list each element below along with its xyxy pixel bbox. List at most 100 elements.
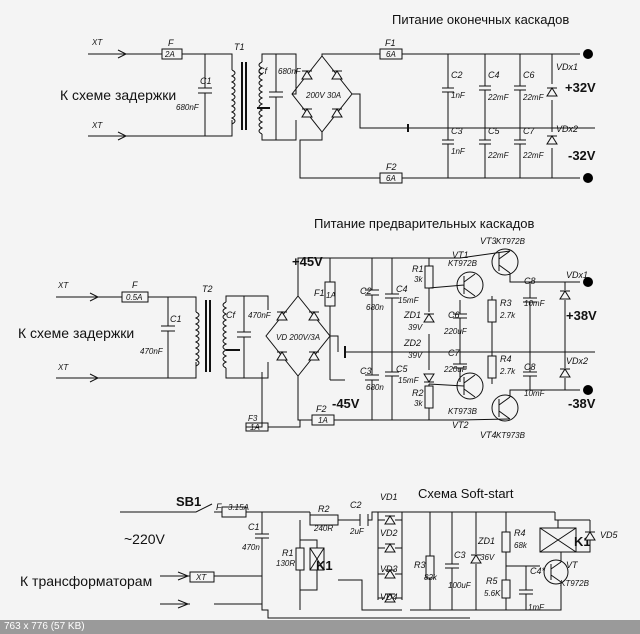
svg-text:VD5: VD5 bbox=[600, 530, 619, 540]
label-to-delay-1: К схеме задержки bbox=[60, 87, 176, 103]
fuse-f-1-label: F bbox=[168, 38, 174, 48]
svg-text:68k: 68k bbox=[514, 541, 528, 550]
svg-text:C1: C1 bbox=[248, 522, 260, 532]
svg-text:C6: C6 bbox=[448, 310, 460, 320]
svg-text:VT3: VT3 bbox=[480, 236, 497, 246]
terminal-neg32 bbox=[583, 173, 593, 183]
svg-text:C4: C4 bbox=[396, 284, 408, 294]
voltage-pos32: +32V bbox=[565, 80, 596, 95]
terminal-pos38 bbox=[583, 277, 593, 287]
label-mains: ~220V bbox=[124, 531, 166, 547]
voltage-pos45: +45V bbox=[292, 254, 323, 269]
resistor-r2-3 bbox=[309, 514, 339, 526]
c1-1-label: C1 bbox=[200, 76, 212, 86]
svg-text:C8: C8 bbox=[524, 276, 536, 286]
svg-text:XT: XT bbox=[57, 363, 69, 372]
svg-text:KT972B: KT972B bbox=[448, 259, 478, 268]
svg-text:1nF: 1nF bbox=[451, 91, 466, 100]
svg-text:R5: R5 bbox=[486, 576, 498, 586]
svg-text:VDx1: VDx1 bbox=[566, 270, 588, 280]
resistor-r3-2 bbox=[487, 299, 497, 323]
switch-sb1-label: SB1 bbox=[176, 494, 201, 509]
svg-text:10mF: 10mF bbox=[524, 299, 546, 308]
svg-text:220uF: 220uF bbox=[443, 365, 468, 374]
svg-text:C2: C2 bbox=[451, 70, 463, 80]
svg-text:VT: VT bbox=[566, 560, 579, 570]
svg-text:R2: R2 bbox=[412, 388, 424, 398]
svg-text:39V: 39V bbox=[408, 351, 423, 360]
svg-text:R3: R3 bbox=[500, 298, 512, 308]
bridge-2: VD 200V/3A bbox=[265, 295, 331, 377]
input-xt-2-bottom: XT bbox=[56, 363, 100, 383]
svg-text:R1: R1 bbox=[282, 548, 294, 558]
svg-text:C7: C7 bbox=[448, 348, 460, 358]
svg-text:F: F bbox=[132, 280, 138, 290]
terminal-neg38 bbox=[583, 385, 593, 395]
svg-text:470nF: 470nF bbox=[140, 347, 164, 356]
terminal-pos32 bbox=[583, 49, 593, 59]
svg-text:VDx2: VDx2 bbox=[556, 124, 578, 134]
svg-text:KT973B: KT973B bbox=[448, 407, 478, 416]
fuse-f-1-value: 2A bbox=[164, 50, 175, 59]
transformer-t2: T2 bbox=[194, 284, 228, 372]
svg-text:VD 200V/3A: VD 200V/3A bbox=[276, 333, 320, 342]
relay-k1-label: K1 bbox=[316, 558, 333, 573]
svg-text:2uF: 2uF bbox=[349, 527, 365, 536]
fuse-f-2 bbox=[121, 291, 149, 303]
svg-text:22mF: 22mF bbox=[487, 151, 510, 160]
svg-text:R2: R2 bbox=[318, 504, 330, 514]
svg-text:R4: R4 bbox=[500, 354, 512, 364]
svg-text:ZD1: ZD1 bbox=[403, 310, 421, 320]
fuse-f2-1-value: 6A bbox=[386, 174, 396, 183]
svg-text:C4*: C4* bbox=[530, 566, 546, 576]
svg-text:XT: XT bbox=[91, 121, 103, 130]
svg-text:220uF: 220uF bbox=[443, 327, 468, 336]
svg-text:R1: R1 bbox=[412, 264, 424, 274]
resistor-r1-3 bbox=[295, 547, 305, 571]
svg-text:VT2: VT2 bbox=[452, 420, 469, 430]
svg-text:36V: 36V bbox=[480, 553, 495, 562]
svg-text:VD2: VD2 bbox=[380, 528, 398, 538]
svg-text:5.6K: 5.6K bbox=[484, 589, 501, 598]
svg-text:VDx1: VDx1 bbox=[556, 62, 578, 72]
svg-text:F1: F1 bbox=[314, 288, 325, 298]
svg-text:100uF: 100uF bbox=[448, 581, 472, 590]
svg-text:15mF: 15mF bbox=[398, 376, 420, 385]
voltage-neg32: -32V bbox=[568, 148, 596, 163]
svg-text:C5: C5 bbox=[488, 126, 500, 136]
bridge-1: 200V 30A bbox=[291, 55, 353, 133]
fuse-f1-1-label: F1 bbox=[385, 38, 396, 48]
svg-text:C2: C2 bbox=[360, 286, 372, 296]
svg-text:130R: 130R bbox=[276, 559, 295, 568]
label-to-delay-2: К схеме задержки bbox=[18, 325, 134, 341]
svg-text:KT972B: KT972B bbox=[496, 237, 526, 246]
svg-text:R4: R4 bbox=[514, 528, 526, 538]
svg-text:82k: 82k bbox=[424, 573, 438, 582]
label-to-trafo: К трансформаторам bbox=[20, 573, 152, 589]
svg-text:C1: C1 bbox=[170, 314, 182, 324]
svg-text:XT: XT bbox=[91, 38, 103, 47]
transformer-t1: T1 bbox=[230, 42, 264, 135]
svg-text:2.7k: 2.7k bbox=[499, 367, 516, 376]
svg-text:470nF: 470nF bbox=[248, 311, 272, 320]
fuse-f1-1-value: 6A bbox=[386, 50, 396, 59]
svg-text:VD3: VD3 bbox=[380, 564, 398, 574]
svg-text:C3: C3 bbox=[451, 126, 463, 136]
svg-text:22mF: 22mF bbox=[487, 93, 510, 102]
c1-1-value: 680nF bbox=[176, 103, 200, 112]
svg-text:3.15A: 3.15A bbox=[228, 503, 249, 512]
svg-text:C6: C6 bbox=[523, 70, 535, 80]
svg-text:C2: C2 bbox=[350, 500, 362, 510]
svg-text:1A: 1A bbox=[318, 416, 328, 425]
svg-text:T1: T1 bbox=[234, 42, 245, 52]
output-xt-3: XT bbox=[160, 571, 215, 609]
status-bar: 763 x 776 (57 KB) bbox=[0, 620, 640, 634]
svg-text:VT4: VT4 bbox=[480, 430, 497, 440]
svg-text:VD1: VD1 bbox=[380, 492, 398, 502]
svg-text:F2: F2 bbox=[316, 404, 327, 414]
input-xt-top: XT bbox=[88, 38, 128, 59]
resistor-r4-3 bbox=[501, 531, 511, 553]
